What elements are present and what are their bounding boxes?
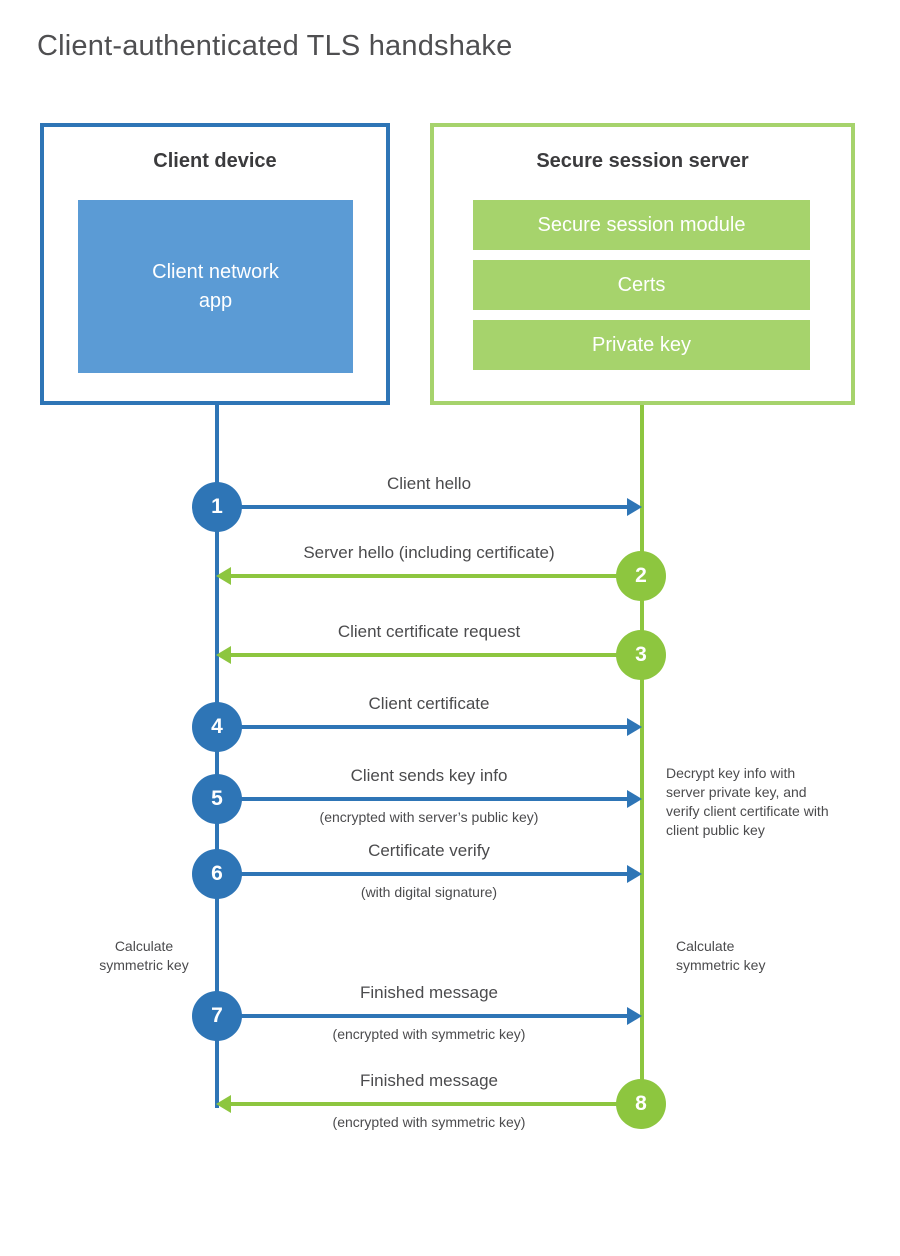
server-lifeline	[640, 405, 644, 1105]
message-sublabel: (encrypted with symmetric key)	[332, 1114, 526, 1130]
message-label: Client sends key info	[350, 766, 508, 785]
message-label: Finished message	[360, 983, 498, 1002]
secure-session-server-title: Secure session server	[536, 150, 749, 172]
step-badge: 7	[192, 991, 242, 1041]
arrowhead-right-icon	[627, 1007, 642, 1025]
message-sublabel: (encrypted with symmetric key)	[332, 1026, 526, 1042]
arrowhead-right-icon	[627, 865, 642, 883]
arrowhead-right-icon	[627, 790, 642, 808]
client-network-app-label: Client network app	[152, 260, 279, 312]
step-badge: 5	[192, 774, 242, 824]
arrowhead-right-icon	[627, 498, 642, 516]
arrow-line	[217, 725, 629, 729]
arrow-line	[217, 872, 629, 876]
page-title: Client-authenticated TLS handshake	[37, 30, 513, 62]
message-label: Certificate verify	[368, 841, 490, 860]
arrowhead-left-icon	[216, 646, 231, 664]
server-module-bar: Certs	[473, 260, 810, 310]
arrowhead-left-icon	[216, 567, 231, 585]
message-label: Client certificate	[368, 694, 490, 713]
step-badge: 4	[192, 702, 242, 752]
arrow-line	[229, 1102, 641, 1106]
decrypt-key-note: Decrypt key info with server private key…	[666, 765, 829, 838]
server-module-bar: Private key	[473, 320, 810, 370]
arrow-line	[217, 1014, 629, 1018]
calculate-symmetric-key-note-client: Calculate symmetric key	[99, 938, 189, 973]
step-badge: 1	[192, 482, 242, 532]
client-device-box: Client device Client network app	[40, 123, 390, 405]
server-module-bar: Secure session module	[473, 200, 810, 250]
calculate-symmetric-key-note-server: Calculate symmetric key	[676, 938, 766, 973]
message-sublabel: (with digital signature)	[360, 884, 498, 900]
arrow-line	[229, 574, 641, 578]
message-label: Client certificate request	[337, 622, 521, 641]
client-network-app-box: Client network app	[78, 200, 353, 373]
client-lifeline	[215, 405, 219, 1108]
message-label: Server hello (including certificate)	[303, 543, 555, 562]
step-badge: 3	[616, 630, 666, 680]
arrow-line	[229, 653, 641, 657]
arrow-line	[217, 797, 629, 801]
step-badge: 2	[616, 551, 666, 601]
message-sublabel: (encrypted with server’s public key)	[319, 809, 539, 825]
arrowhead-left-icon	[216, 1095, 231, 1113]
arrow-line	[217, 505, 629, 509]
message-label: Finished message	[360, 1071, 498, 1090]
secure-session-server-box: Secure session server Secure session mod…	[430, 123, 855, 405]
step-badge: 6	[192, 849, 242, 899]
step-badge: 8	[616, 1079, 666, 1129]
client-device-title: Client device	[153, 150, 277, 172]
arrowhead-right-icon	[627, 718, 642, 736]
message-label: Client hello	[386, 474, 472, 493]
